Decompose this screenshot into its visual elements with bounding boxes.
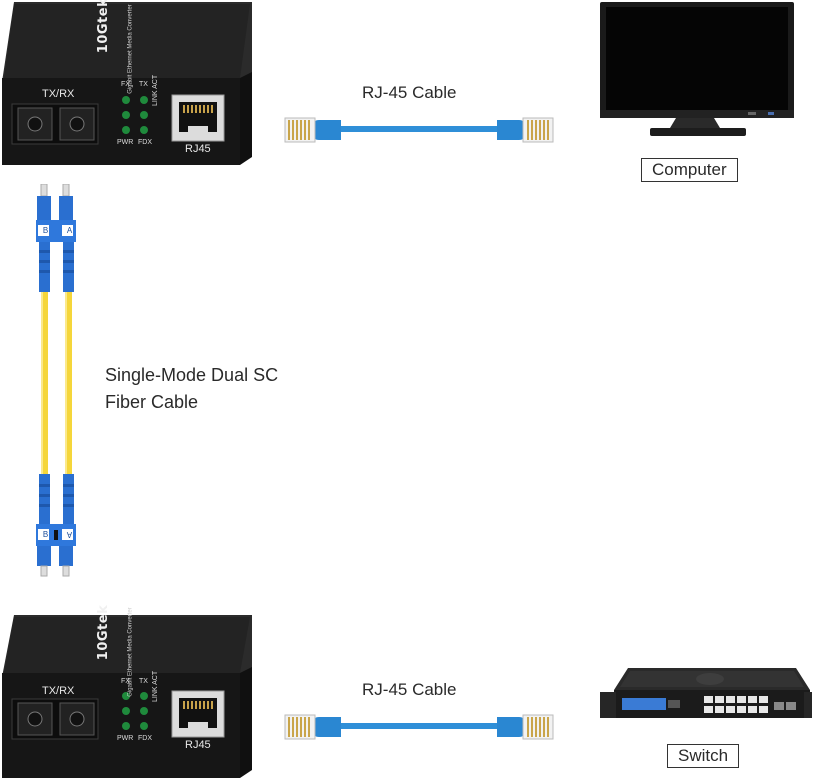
fiber-cable — [36, 184, 76, 577]
rj45-cable-top — [284, 117, 554, 143]
rj45-port-label: RJ45 — [185, 739, 211, 751]
led-label-link-act: LINK ACT — [152, 670, 159, 702]
led-label-pwr: PWR — [117, 139, 134, 146]
computer-label: Computer — [641, 158, 738, 182]
led-label-fdx: FDX — [138, 735, 152, 742]
fiber-top-mark-b: B — [42, 226, 49, 235]
fiber-cable-label-line2: Fiber Cable — [105, 392, 199, 412]
rj45-cable-label-top: RJ-45 Cable — [362, 83, 457, 102]
rj45-cable-bottom — [284, 714, 554, 740]
brand-logo: 10Gtek — [96, 604, 112, 661]
led-label-pwr: PWR — [117, 735, 134, 742]
rj45-cable-label-bottom: RJ-45 Cable — [362, 680, 457, 699]
media-converter-body — [2, 615, 252, 778]
fiber-bottom-mark-b: B — [42, 530, 49, 539]
fiber-bottom-mark-a: A — [66, 530, 73, 539]
rj45-port-label: RJ45 — [185, 143, 211, 155]
fiber-cable-label: Single-Mode Dual SC Fiber Cable — [105, 362, 278, 416]
fiber-port-label: TX/RX — [42, 685, 75, 697]
media-converter-body — [2, 2, 252, 165]
switch-label: Switch — [667, 744, 740, 768]
media-converter-top: 10Gtek Gigabit Ethernet Media Converter … — [2, 0, 252, 165]
brand-logo: 10Gtek — [96, 0, 112, 54]
computer-monitor-icon — [600, 2, 794, 136]
led-label-fx: FX — [121, 678, 130, 685]
media-converter-bottom: 10Gtek Gigabit Ethernet Media Converter … — [2, 605, 252, 778]
led-label-tx: TX — [139, 81, 148, 88]
led-label-fdx: FDX — [138, 139, 152, 146]
network-switch-icon — [600, 668, 812, 718]
led-label-fx: FX — [121, 81, 130, 88]
led-label-link-act: LINK ACT — [152, 74, 159, 106]
led-label-tx: TX — [139, 678, 148, 685]
fiber-port-label: TX/RX — [42, 88, 75, 100]
fiber-top-mark-a: A — [66, 226, 73, 235]
fiber-cable-label-line1: Single-Mode Dual SC — [105, 365, 279, 385]
